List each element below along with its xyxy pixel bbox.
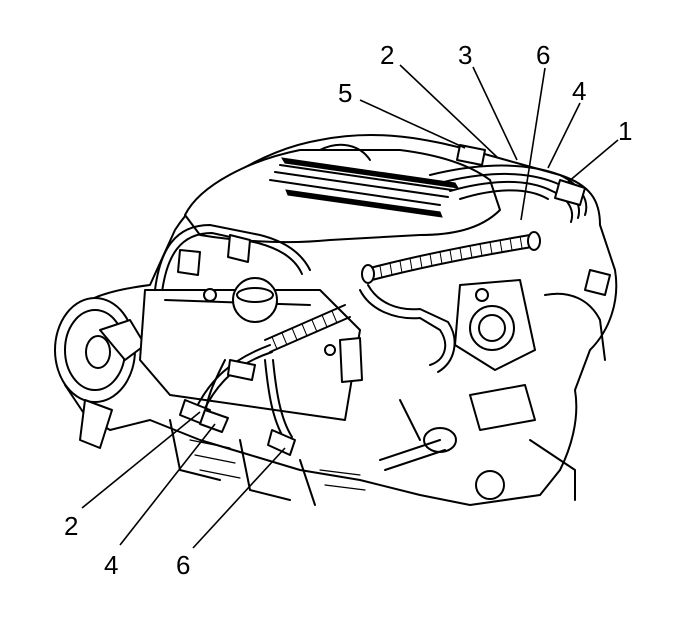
leader-bot-6 [192,447,286,549]
spark-plug-wires-right-bank [429,144,588,223]
leader-top-4 [547,102,581,169]
callout-bottom-6: 6 [176,550,190,580]
throttle-body [454,279,536,371]
callout-top-3: 3 [458,40,472,70]
callout-top-1: 1 [618,116,632,146]
callout-top-4: 4 [572,76,586,106]
leader-bot-4 [119,423,216,546]
intake-plenum [184,143,501,244]
leader-top-1 [567,139,619,183]
wire-harness-left [154,224,311,293]
corrugated-hose [361,231,541,284]
front-pulley [54,297,146,449]
leader-top-3 [472,66,518,161]
engine-illustration [54,133,618,506]
leader-top-6 [520,67,546,221]
spark-plug-wires-left-bank [179,344,296,456]
callout-bottom-4: 4 [104,550,118,580]
leader-bot-2 [81,411,201,509]
callout-labels: 2 3 6 4 5 1 2 4 6 [64,40,632,580]
callout-top-5: 5 [338,78,352,108]
callout-top-6: 6 [536,40,550,70]
lower-block [169,419,366,506]
valve-cover-left [139,277,361,421]
right-lower-components [379,269,611,501]
callout-top-2: 2 [380,40,394,70]
callout-bottom-2: 2 [64,511,78,541]
leader-lines [81,64,619,549]
fuel-lines [339,284,456,441]
wire-loom [264,304,351,353]
leader-top-5 [359,99,466,149]
leader-top-2 [399,64,499,159]
